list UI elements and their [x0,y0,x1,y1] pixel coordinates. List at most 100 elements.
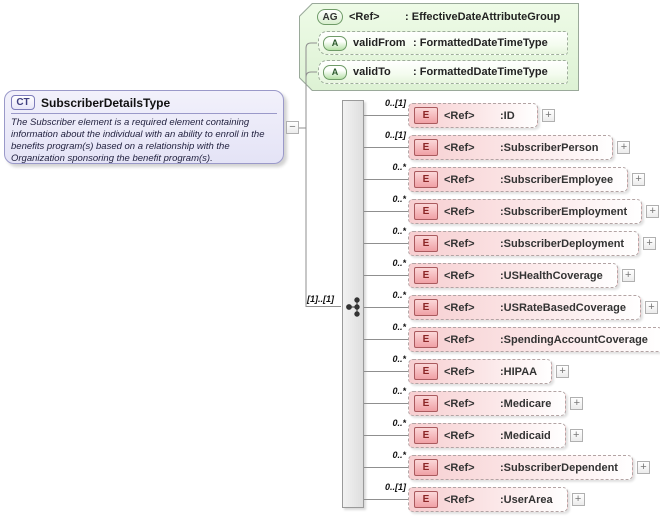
complex-type-box[interactable]: CT SubscriberDetailsType The Subscriber … [4,90,284,164]
attribute-name: validFrom [353,37,406,49]
element-box[interactable]: E <Ref>: USRateBasedCoverage + [408,295,658,320]
element-name: ID [503,109,515,122]
element-box[interactable]: E <Ref>: SubscriberDependent + [408,455,650,480]
colon: : [500,397,504,410]
element-name: SubscriberPerson [503,141,599,154]
cardinality-label: 0..* [392,226,406,236]
colon: : [500,301,504,314]
element-badge-icon: E [414,235,438,252]
expand-icon[interactable]: + [621,269,635,282]
element-label: <Ref>: Medicaid [444,430,551,442]
element-ref: <Ref> [444,461,475,474]
element-box[interactable]: E <Ref>: Medicaid + [408,423,583,448]
collapse-button[interactable]: − [286,121,299,134]
cardinality-label: 0..* [392,418,406,428]
attribute-validTo[interactable]: A validTo: FormattedDateTimeType [318,60,568,84]
cardinality-label: 0..* [392,322,406,332]
expand-icon[interactable]: + [542,109,555,122]
attribute-group-badge-icon: AG [317,9,343,25]
element-ref: <Ref> [444,333,475,346]
expand-icon[interactable]: + [569,429,583,442]
element-badge-icon: E [414,331,438,348]
element-box[interactable]: E <Ref>: HIPAA + [408,359,570,384]
complex-type-badge-icon: CT [11,95,35,110]
colon: : [500,237,504,250]
element-badge-icon: E [414,171,438,188]
element-box[interactable]: E <Ref>: USHealthCoverage + [408,263,635,288]
cardinality-label: 0..[1] [384,98,406,108]
attribute-group-name: EffectiveDateAttributeGroup [411,11,561,23]
element-name: SubscriberEmployee [503,173,614,186]
element-label: <Ref>: Medicare [444,398,551,410]
element-badge-icon: E [414,363,438,380]
element-badge-icon: E [414,267,438,284]
expand-icon[interactable]: + [632,173,646,186]
expand-icon[interactable]: + [571,493,585,506]
element-name: USRateBasedCoverage [503,301,626,314]
attribute-badge-icon: A [323,65,347,80]
colon: : [500,429,504,442]
element-box[interactable]: E<Ref>: UserArea+ [408,487,585,512]
element-box[interactable]: E<Ref>: SubscriberDeployment+ [408,231,657,256]
attribute-group-box[interactable]: AG <Ref>: EffectiveDateAttributeGroup A … [299,3,579,91]
element-name: SubscriberDependent [503,461,618,474]
expand-icon[interactable]: + [643,237,657,250]
colon: : [500,109,504,122]
element-badge-icon: E [414,107,438,124]
attribute-group-ref: <Ref> [349,11,380,23]
colon: : [500,461,504,474]
element-badge-icon: E [414,299,438,316]
element-box[interactable]: E<Ref>: Medicare+ [408,391,584,416]
element-label: <Ref>: SubscriberEmployee [444,174,613,186]
attribute-label: validTo: FormattedDateTimeType [353,66,548,78]
attribute-group-header: AG <Ref>: EffectiveDateAttributeGroup [317,9,560,25]
sequence-bar [342,100,364,508]
attribute-validFrom[interactable]: A validFrom: FormattedDateTimeType [318,31,568,55]
colon: : [500,493,504,506]
expand-icon[interactable]: + [570,397,584,410]
element-label: <Ref>: HIPAA [444,366,537,378]
expand-icon[interactable]: + [644,301,658,314]
element-name: Medicaid [503,429,551,442]
colon: : [500,269,504,282]
expand-icon[interactable]: + [646,205,660,218]
colon: : [413,66,417,78]
cardinality-label: 0..* [392,194,406,204]
element-box[interactable]: E<Ref>: SubscriberEmployment+ [408,199,660,224]
element-ref: <Ref> [444,109,475,122]
element-name: SubscriberEmployment [503,205,628,218]
element-ref: <Ref> [444,429,475,442]
cardinality-label: 0..[1] [384,482,406,492]
expand-icon[interactable]: + [556,365,570,378]
attribute-type: FormattedDateTimeType [419,66,548,78]
element-box[interactable]: E <Ref>: SubscriberPerson + [408,135,631,160]
element-ref: <Ref> [444,269,475,282]
cardinality-label: 0..* [392,258,406,268]
attribute-group-label: <Ref>: EffectiveDateAttributeGroup [349,11,560,23]
element-box[interactable]: E<Ref>: SpendingAccountCoverage+ [408,327,660,352]
colon: : [413,37,417,49]
element-badge-icon: E [414,459,438,476]
element-badge-icon: E [414,427,438,444]
element-ref: <Ref> [444,493,475,506]
colon: : [500,333,504,346]
expand-icon[interactable]: + [617,141,631,154]
divider [11,113,277,114]
element-name: USHealthCoverage [503,269,603,282]
colon: : [500,173,504,186]
expand-icon[interactable]: + [636,461,650,474]
element-label: <Ref>: SubscriberPerson [444,142,598,154]
element-box[interactable]: E <Ref>: ID + [408,103,555,128]
element-label: <Ref>: USRateBasedCoverage [444,302,626,314]
attribute-badge-icon: A [323,36,347,51]
attribute-label: validFrom: FormattedDateTimeType [353,37,548,49]
cardinality-label: 0..* [392,386,406,396]
cardinality-label: 0..* [392,450,406,460]
element-name: UserArea [503,493,553,506]
colon: : [405,11,409,23]
element-ref: <Ref> [444,141,475,154]
element-box[interactable]: E <Ref>: SubscriberEmployee + [408,167,646,192]
element-badge-icon: E [414,139,438,156]
colon: : [500,141,504,154]
